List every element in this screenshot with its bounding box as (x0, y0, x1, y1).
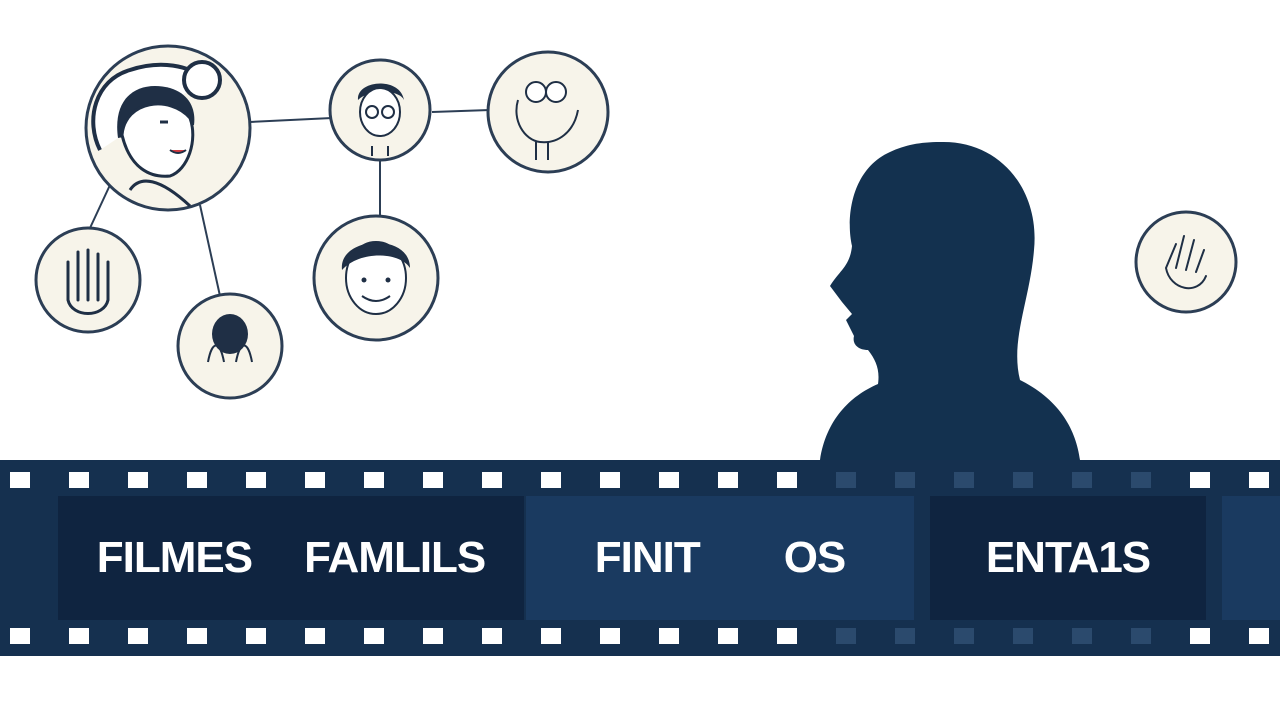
sprocket-hole (10, 628, 30, 644)
sprocket-hole (364, 628, 384, 644)
sprocket-hole (954, 472, 974, 488)
woman-face-icon (84, 44, 252, 212)
sprocket-hole (128, 628, 148, 644)
sprocket-hole (246, 472, 266, 488)
sprocket-hole (718, 472, 738, 488)
clasped-hands-icon (486, 50, 610, 174)
open-palm-icon (1134, 210, 1238, 314)
frame-label-entais: ENTA1S (985, 533, 1151, 582)
frame-label-os: OS (783, 533, 847, 582)
sprocket-hole (1013, 628, 1033, 644)
sprocket-hole (423, 628, 443, 644)
sprocket-hole (1013, 472, 1033, 488)
sprocket-hole (1249, 628, 1269, 644)
sprocket-hole (541, 472, 561, 488)
sprocket-hole (305, 472, 325, 488)
film-frame-2: FINIT OS (526, 496, 914, 620)
sprocket-hole (69, 628, 89, 644)
smiling-boy-icon (312, 214, 440, 342)
sprocket-hole (305, 628, 325, 644)
sprocket-hole (600, 472, 620, 488)
sprocket-hole (541, 628, 561, 644)
frame-label-filmes: FILMES (96, 533, 253, 582)
film-strip: FILMES FAMLILS FINIT OS ENTA1S (0, 460, 1280, 656)
sprocket-hole (423, 472, 443, 488)
sprocket-hole (482, 628, 502, 644)
film-frame-3: ENTA1S (930, 496, 1206, 620)
sprocket-hole (69, 472, 89, 488)
sprocket-hole (1131, 472, 1151, 488)
person-silhouette (820, 141, 1080, 460)
frame-label-finit: FINIT (594, 533, 701, 582)
sprocket-hole (718, 628, 738, 644)
sprocket-hole (1072, 472, 1092, 488)
sprocket-hole (1249, 472, 1269, 488)
sprocket-hole (246, 628, 266, 644)
sprocket-hole (1072, 628, 1092, 644)
film-frame-1: FILMES FAMLILS (58, 496, 524, 620)
sprocket-hole (482, 472, 502, 488)
sprocket-hole (777, 628, 797, 644)
sprocket-hole (895, 628, 915, 644)
sprocket-hole (777, 472, 797, 488)
sprocket-hole (364, 472, 384, 488)
sprocket-hole (128, 472, 148, 488)
sprocket-hole (895, 472, 915, 488)
sprocket-hole (187, 472, 207, 488)
sprocket-hole (600, 628, 620, 644)
sprocket-hole (1190, 628, 1210, 644)
sprocket-hole (187, 628, 207, 644)
connector-lines (89, 109, 491, 297)
sprocket-hole (836, 472, 856, 488)
man-with-glasses-icon (328, 58, 432, 162)
sprocket-hole (659, 472, 679, 488)
sprocket-hole (659, 628, 679, 644)
sprocket-hole (10, 472, 30, 488)
sprocket-hole (1190, 472, 1210, 488)
person-covering-face-icon (176, 292, 284, 400)
frame-label-famlils: FAMLILS (304, 533, 486, 582)
film-frame-edge (1222, 496, 1280, 620)
sprocket-hole (836, 628, 856, 644)
sprocket-hole (954, 628, 974, 644)
raised-hand-icon (34, 226, 142, 334)
sprocket-hole (1131, 628, 1151, 644)
